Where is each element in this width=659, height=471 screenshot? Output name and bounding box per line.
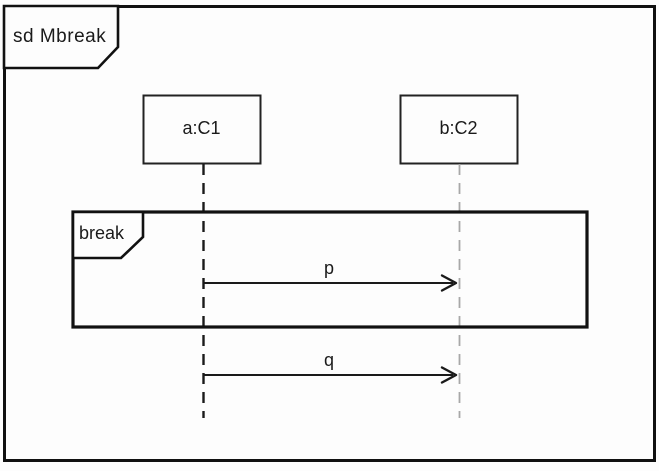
break-fragment-label-pentagon	[71, 210, 145, 260]
break-fragment-border	[71, 210, 589, 329]
sd-frame-label-pentagon	[2, 4, 120, 70]
sd-frame-title: sd Mbreak	[13, 26, 107, 47]
lifeline-head-a	[142, 94, 262, 165]
lifeline-a-name: a:C1	[182, 118, 221, 138]
message-p-label: p	[323, 258, 334, 278]
sd-frame-border	[3, 5, 656, 462]
break-fragment-operator: break	[79, 223, 125, 243]
message-p-arrowhead-icon	[440, 274, 458, 292]
message-q-label: q	[323, 350, 334, 370]
lifeline-head-b	[399, 94, 519, 165]
lifeline-b-name: b:C2	[439, 118, 478, 138]
message-q-arrowhead-icon	[440, 366, 458, 384]
